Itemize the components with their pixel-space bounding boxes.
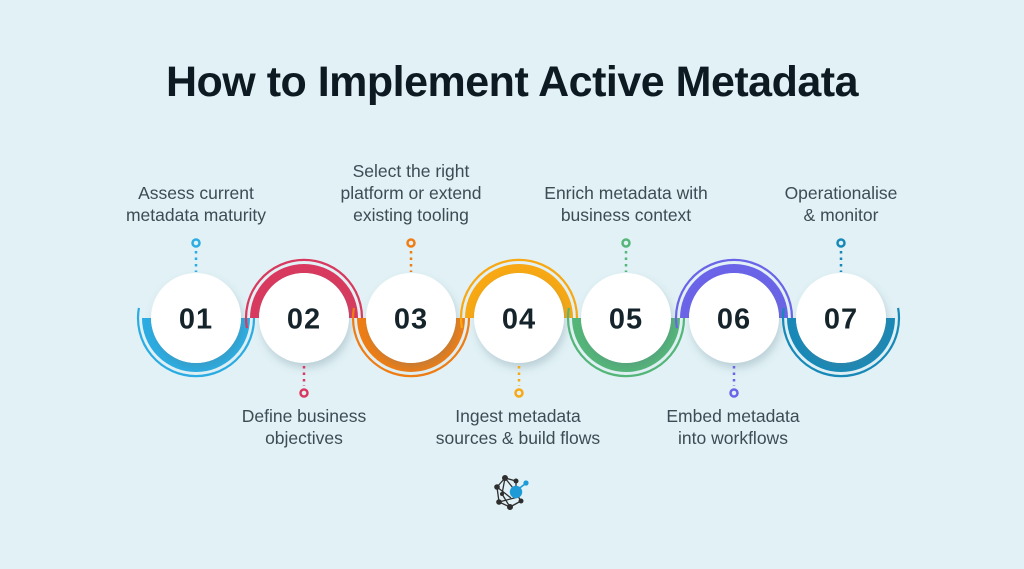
step-1-connector-ring xyxy=(191,238,201,248)
step-1-circle xyxy=(151,273,241,363)
step-5-circle xyxy=(581,273,671,363)
step-6-connector-ring xyxy=(729,388,739,398)
step-2-circle xyxy=(259,273,349,363)
step-5-number: 05 xyxy=(609,304,643,336)
logo-nodes xyxy=(494,475,524,510)
step-7-medallion: 07 xyxy=(781,238,901,378)
step-1-label: Assess current metadata maturity xyxy=(125,183,267,225)
steps-row: 01 02 03 04 xyxy=(136,238,901,398)
step-7-label: Operationalise & monitor xyxy=(784,183,898,225)
step-5-label: Enrich metadata with business context xyxy=(544,183,708,225)
step-6-number: 06 xyxy=(717,304,751,336)
page-title: How to Implement Active Metadata xyxy=(165,58,859,106)
step-3-thin-arc xyxy=(351,307,471,378)
step-2-thick-arc xyxy=(250,264,358,319)
step-3-number: 03 xyxy=(394,304,428,336)
step-1-thick-arc xyxy=(142,317,250,372)
step-2-label: Define business objectives xyxy=(241,406,367,448)
step-1-medallion: 01 xyxy=(136,238,256,378)
step-4-number: 04 xyxy=(502,304,536,336)
step-2-connector-ring xyxy=(299,388,309,398)
step-5-thick-arc xyxy=(572,317,680,372)
step-6-circle xyxy=(689,273,779,363)
step-4-medallion: 04 xyxy=(459,258,579,398)
step-2-number: 02 xyxy=(287,304,321,336)
step-7-number: 07 xyxy=(824,304,858,336)
step-2-thin-arc xyxy=(244,258,364,329)
step-7-thin-arc xyxy=(781,307,901,378)
step-7-circle xyxy=(796,273,886,363)
step-3-label: Select the right platform or extend exis… xyxy=(340,161,482,225)
step-6-medallion: 06 xyxy=(674,258,794,398)
step-3-connector-ring xyxy=(406,238,416,248)
step-5-thin-arc xyxy=(566,307,686,378)
step-5-connector-ring xyxy=(621,238,631,248)
step-7-connector-ring xyxy=(836,238,846,248)
step-6-label: Embed metadata into workflows xyxy=(666,406,800,448)
step-3-circle xyxy=(366,273,456,363)
network-graph-logo-icon xyxy=(494,475,529,510)
step-1-number: 01 xyxy=(179,304,213,336)
step-6-thin-arc xyxy=(674,258,794,329)
step-7-thick-arc xyxy=(787,317,895,372)
step-4-thin-arc xyxy=(459,258,579,329)
step-3-thick-arc xyxy=(357,317,465,372)
logo-accent-nodes xyxy=(509,480,529,499)
step-5-medallion: 05 xyxy=(566,238,686,378)
step-4-label: Ingest metadata sources & build flows xyxy=(435,406,601,448)
step-1-thin-arc xyxy=(136,307,256,378)
step-4-circle xyxy=(474,273,564,363)
step-3-medallion: 03 xyxy=(351,238,471,378)
step-4-connector-ring xyxy=(514,388,524,398)
step-6-thick-arc xyxy=(680,264,788,319)
step-4-thick-arc xyxy=(465,264,573,319)
step-2-medallion: 02 xyxy=(244,258,364,398)
